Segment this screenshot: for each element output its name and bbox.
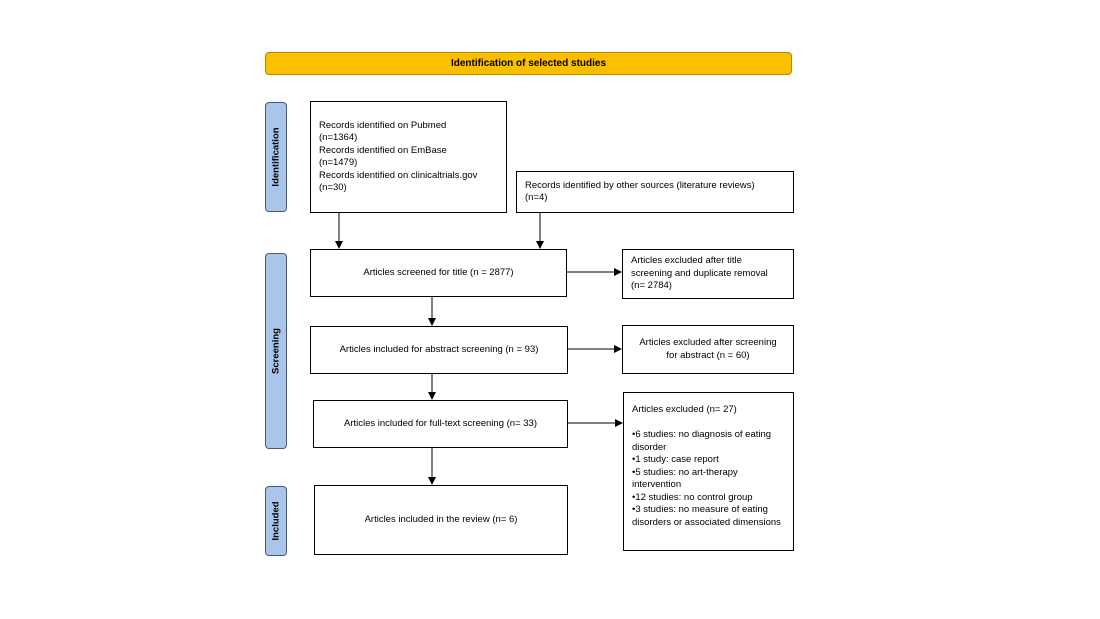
excluded-title-line: (n= 2784) [631, 280, 672, 292]
records-line: Records identified on Pubmed [319, 119, 447, 131]
exclusion-reason: •1 study: case report [632, 454, 719, 465]
included-review-box: Articles included in the review (n= 6) [314, 485, 568, 555]
exclusion-reason: •3 studies: no measure of eating disorde… [632, 504, 781, 528]
excluded-abstract-line: Articles excluded after screening [639, 337, 777, 348]
stage-screening: Screening [265, 253, 287, 449]
records-line: (n=1479) [319, 157, 358, 168]
excluded-abstract-line: for abstract (n = 60) [666, 349, 750, 361]
stage-included: Included [265, 486, 287, 556]
records-databases-box: Records identified on Pubmed (n=1364) Re… [310, 101, 507, 213]
exclusion-reason: •5 studies: no art-therapy intervention [632, 466, 738, 491]
fulltext-screening-text: Articles included for full-text screenin… [344, 417, 537, 429]
records-other-line: Records identified by other sources (lit… [525, 179, 755, 191]
excluded-abstract-box: Articles excluded after screening for ab… [622, 325, 794, 374]
included-review-text: Articles included in the review (n= 6) [364, 513, 518, 525]
records-line: Records identified on clinicaltrials.gov [319, 169, 478, 181]
flow-title-banner: Identification of selected studies [265, 52, 792, 75]
abstract-screening-box: Articles included for abstract screening… [310, 326, 568, 374]
excluded-fulltext-box: Articles excluded (n= 27) •6 studies: no… [623, 392, 794, 551]
records-line: Records identified on EmBase [319, 144, 447, 156]
exclusion-reason: •12 studies: no control group [632, 491, 753, 503]
fulltext-screening-box: Articles included for full-text screenin… [313, 400, 568, 448]
screened-title-text: Articles screened for title (n = 2877) [363, 266, 514, 278]
records-line: (n=1364) [319, 132, 358, 143]
excluded-fulltext-title: Articles excluded (n= 27) [632, 404, 737, 415]
exclusion-reason: •6 studies: no diagnosis of eating disor… [632, 429, 772, 453]
stage-identification: Identification [265, 102, 287, 212]
screened-title-box: Articles screened for title (n = 2877) [310, 249, 567, 297]
excluded-title-line: Articles excluded after title [631, 255, 742, 267]
records-line: (n=30) [319, 182, 347, 193]
excluded-title-line: screening and duplicate removal [631, 267, 768, 279]
records-other-box: Records identified by other sources (lit… [516, 171, 794, 213]
abstract-screening-text: Articles included for abstract screening… [339, 343, 539, 355]
records-other-line: (n=4) [525, 192, 548, 203]
excluded-title-box: Articles excluded after title screening … [622, 249, 794, 299]
